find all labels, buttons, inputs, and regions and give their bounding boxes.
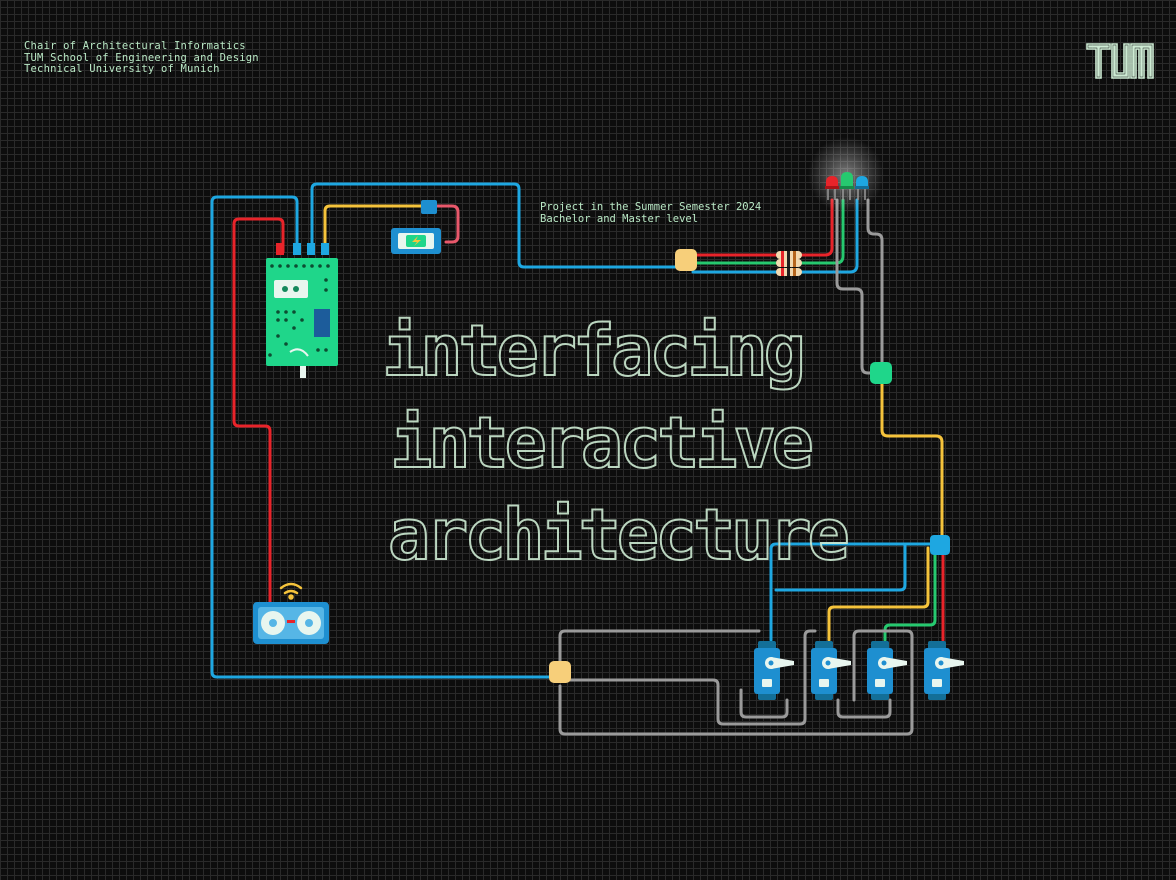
microcontroller-board-icon	[266, 243, 338, 378]
wire-gray-led-1	[835, 198, 882, 375]
project-info: Project in the Summer Semester 2024 Bach…	[540, 201, 761, 225]
wire-yellow-battery	[323, 204, 426, 254]
affiliation-school: TUM School of Engineering and Design	[24, 51, 259, 64]
project-level: Bachelor and Master level	[540, 213, 699, 225]
wire-red-sensor	[232, 217, 285, 606]
wire-gray-bottom-2	[558, 629, 817, 726]
wire-gray-bottom-5	[836, 698, 892, 719]
tum-logo-icon	[1086, 43, 1154, 79]
wire-gray-led-2	[866, 198, 884, 372]
affiliation-university: Technical University of Munich	[24, 63, 220, 75]
servo-motor-icon	[754, 641, 794, 700]
wire-red-led	[684, 198, 834, 257]
wire-gray-bottom-3	[558, 684, 789, 736]
title-text: interfacing interactive architecture	[380, 305, 851, 581]
wire-red-battery	[435, 204, 460, 244]
rgb-led-icon	[808, 137, 884, 213]
title-line-1: interfacing	[381, 309, 807, 393]
project-semester: Project in the Summer Semester 2024	[540, 201, 762, 213]
wire-blue-top	[310, 182, 688, 269]
affiliation-chair: Chair of Architectural Informatics	[24, 40, 246, 52]
wire-yellow-servo-2	[827, 546, 930, 642]
wire-yellow-right	[880, 376, 944, 546]
wire-gray-bottom-4	[568, 629, 914, 736]
servo-motor-icon	[811, 641, 851, 700]
battery-module-icon	[391, 200, 441, 254]
connector-node-bottom	[549, 661, 571, 683]
wifi-signal-icon	[279, 582, 303, 600]
servo-motor-icon	[867, 641, 907, 700]
wire-blue-led	[691, 198, 859, 274]
wire-blue-servo-1	[769, 542, 938, 642]
wire-blue-main	[210, 195, 562, 679]
affiliation-block: Chair of Architectural Informatics TUM S…	[24, 40, 259, 76]
servo-motor-icon	[924, 641, 964, 700]
title-line-2: interactive	[389, 401, 815, 485]
title-line-3: architecture	[387, 493, 851, 577]
connector-node-blue	[930, 535, 950, 555]
ultrasonic-sensor-icon	[253, 602, 329, 644]
wire-green-servo-3	[883, 546, 937, 642]
resistor-icon	[776, 251, 802, 276]
connector-node-top	[675, 249, 697, 271]
wire-gray-bottom-1	[558, 629, 761, 674]
connector-node-green	[870, 362, 892, 384]
